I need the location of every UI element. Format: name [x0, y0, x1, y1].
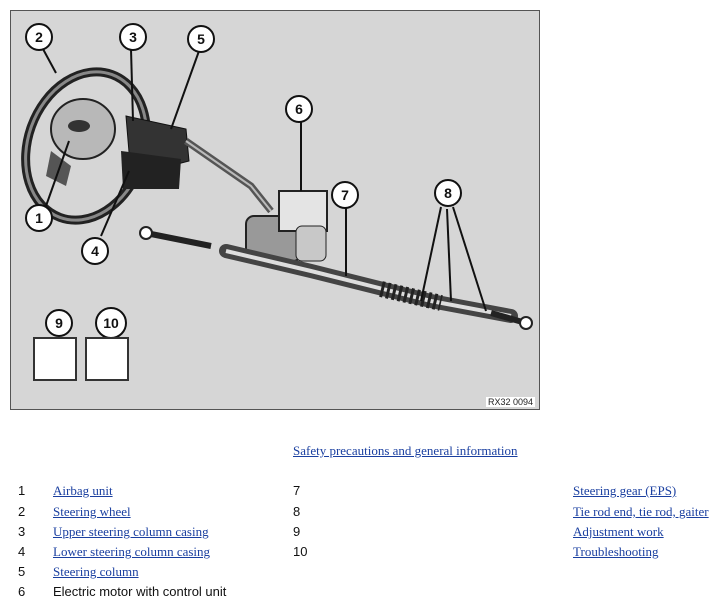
- legend-link-tie-rod[interactable]: Tie rod end, tie rod, gaiter: [573, 504, 709, 519]
- callout-10: 10: [95, 307, 127, 339]
- callout-5: 5: [187, 25, 215, 53]
- legend-num-5: 5: [18, 564, 26, 579]
- legend-link-steering-gear[interactable]: Steering gear (EPS): [573, 483, 677, 498]
- callout-1: 1: [25, 204, 53, 232]
- callout-9: 9: [45, 309, 73, 337]
- legend-link-steering-column[interactable]: Steering column: [53, 564, 139, 579]
- adjustment-icon-box[interactable]: [33, 337, 77, 381]
- steering-system-illustration: ? 2 3 5 6 7 8 1 4 9 10 RX32 0094: [10, 10, 540, 410]
- legend-link-adjustment-work[interactable]: Adjustment work: [573, 524, 664, 539]
- steering-drawing: ?: [21, 48, 533, 379]
- legend-num-3: 3: [18, 524, 26, 539]
- legend-num-2: 2: [18, 504, 26, 519]
- legend-num-6: 6: [18, 584, 26, 599]
- callout-8: 8: [434, 179, 462, 207]
- legend-num-8: 8: [293, 504, 301, 519]
- callout-2: 2: [25, 23, 53, 51]
- legend-num-1: 1: [18, 483, 26, 498]
- legend-label-electric-motor: Electric motor with control unit: [53, 584, 227, 599]
- callout-3: 3: [119, 23, 147, 51]
- callout-6: 6: [285, 95, 313, 123]
- callout-4: 4: [81, 237, 109, 265]
- legend-link-upper-casing[interactable]: Upper steering column casing: [53, 524, 209, 539]
- legend-link-troubleshooting[interactable]: Troubleshooting: [573, 544, 659, 559]
- legend-num-9: 9: [293, 524, 301, 539]
- legend-num-10: 10: [293, 544, 308, 559]
- legend-link-airbag-unit[interactable]: Airbag unit: [53, 483, 113, 498]
- legend-link-lower-casing[interactable]: Lower steering column casing: [53, 544, 211, 559]
- troubleshooting-icon-box[interactable]: [85, 337, 129, 381]
- callout-7: 7: [331, 181, 359, 209]
- legend-num-7: 7: [293, 483, 301, 498]
- legend-link-steering-wheel[interactable]: Steering wheel: [53, 504, 131, 519]
- legend-num-4: 4: [18, 544, 26, 559]
- figure-code: RX32 0094: [485, 397, 535, 407]
- safety-precautions-link[interactable]: Safety precautions and general informati…: [293, 443, 518, 458]
